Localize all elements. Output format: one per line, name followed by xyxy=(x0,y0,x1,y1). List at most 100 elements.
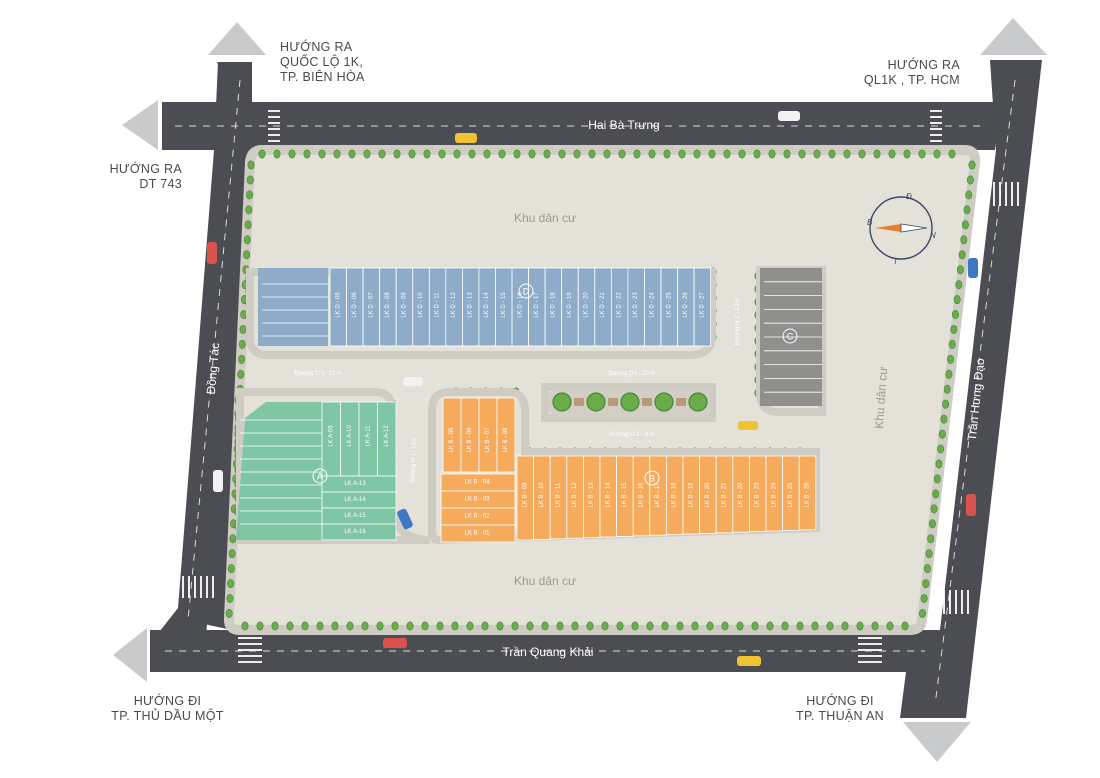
road-label-d1-east: Đường D1 - 10 m xyxy=(609,371,656,377)
block-a-badge: A xyxy=(312,468,328,484)
car-red-left xyxy=(207,242,217,264)
road-label-d2: Đường D 2 - 9 m xyxy=(609,432,654,438)
road-dong-tac xyxy=(150,62,252,672)
area-label-right: Khu dân cư xyxy=(872,366,890,429)
car-white-d1 xyxy=(403,377,423,386)
block-d-badge: D xyxy=(518,283,534,299)
direction-label-bottom-left: HƯỚNG ĐI TP. THỦ DẦU MỘT xyxy=(100,694,235,724)
lot-b-lower-label: LK B - 24 xyxy=(771,482,777,508)
lot-b-lower-label: LK B - 26 xyxy=(805,482,811,508)
bench-icon xyxy=(642,398,652,406)
dir-tl-3: TP. BIÊN HÒA xyxy=(280,70,365,84)
area-labels: Khu dân cư Khu dân cư Khu dân cư xyxy=(514,211,890,588)
direction-arrows xyxy=(113,18,1047,762)
lot-d-label: LK D - 12 xyxy=(451,292,457,318)
tree-icon xyxy=(586,392,606,412)
lot-d-label: LK D - 20 xyxy=(584,292,590,318)
lot-d-label: LK D - 08 xyxy=(385,292,391,318)
lot-d xyxy=(693,267,712,347)
compass-icon: Đ B N T xyxy=(867,192,936,266)
lot-d-label: LK D - 21 xyxy=(600,292,606,318)
dir-tl-2: QUỐC LỘ 1K, xyxy=(280,55,364,69)
tree-icon xyxy=(688,392,708,412)
dir-bl-1: HƯỚNG ĐI xyxy=(133,694,202,708)
road-label-dong-tac: Đồng Tác xyxy=(204,342,222,395)
car-white-top xyxy=(778,111,800,121)
arrow-left-icon xyxy=(122,100,158,150)
crosswalk-top-right xyxy=(930,110,942,142)
direction-label-top-left: HƯỚNG RA QUỐC LỘ 1K, TP. BIÊN HÒA xyxy=(280,40,365,85)
car-yellow-d2 xyxy=(738,421,758,430)
lot-b-lower-label: LK B - 21 xyxy=(722,482,728,508)
dir-br-1: HƯỚNG ĐI xyxy=(806,694,874,708)
lot-b-lower-label: LK B - 23 xyxy=(755,482,761,508)
direction-label-left: HƯỚNG RA DT 743 xyxy=(96,162,182,192)
direction-label-top-right: HƯỚNG RA QL1K , TP. HCM xyxy=(842,58,960,88)
lot-b-horizontal-label: LK B - 03 xyxy=(464,497,490,503)
block-b-badge: B xyxy=(644,470,660,486)
lot-a-vertical-label: LK A-11 xyxy=(365,425,371,447)
lot-b-horizontal-label: LK B - 02 xyxy=(464,514,490,520)
lot-a-horizontal-label: LK A-14 xyxy=(344,497,366,503)
arrow-down-right-icon xyxy=(903,722,971,762)
car-red-right xyxy=(966,494,976,516)
lot-d-label: LK D - 26 xyxy=(683,292,689,318)
lot-b-lower-label: LK B - 25 xyxy=(788,482,794,508)
lot-b-upper-label: LK B - 05 xyxy=(449,427,455,453)
arrow-up-right-icon xyxy=(980,18,1047,55)
crosswalk-bottom-left xyxy=(238,637,262,663)
svg-text:B: B xyxy=(649,474,655,484)
lot-b-horizontal-label: LK B - 04 xyxy=(464,480,490,486)
lot-d-label: LK D - 25 xyxy=(666,292,672,318)
lot-d-label: LK D - 13 xyxy=(468,292,474,318)
central-park xyxy=(548,389,710,416)
road-labels: Hai Bà Trưng Trần Quang Khải Đồng Tác Tr… xyxy=(204,118,988,659)
road-label-n2: Đường N 2 - 12m xyxy=(735,299,741,346)
lot-d-label: LK D - 24 xyxy=(650,292,656,318)
svg-text:C: C xyxy=(787,332,794,342)
lot-d-label: LK D - 11 xyxy=(435,292,441,318)
compass-west: B xyxy=(867,218,873,227)
area-label-bottom: Khu dân cư xyxy=(514,574,576,588)
lot-a-horizontal-label: LK A-16 xyxy=(344,529,366,535)
direction-label-bottom-right: HƯỚNG ĐI TP. THUẬN AN xyxy=(785,694,895,724)
lot-b-upper-label: LK B - 06 xyxy=(467,427,473,453)
crosswalk-bottom-right xyxy=(858,637,882,663)
lot-d-label: LK D - 17 xyxy=(534,292,540,318)
lot-d-label: LK D - 14 xyxy=(484,292,490,318)
lot-d-label: LK D - 05 xyxy=(335,292,341,318)
lot-d-label: LK D - 10 xyxy=(418,292,424,318)
dir-tr-2: QL1K , TP. HCM xyxy=(863,73,960,87)
dir-bl-2: TP. THỦ DẦU MỘT xyxy=(111,709,224,723)
block-c-badge: C xyxy=(782,328,798,344)
arrow-left-bottom-icon xyxy=(113,628,147,682)
compass-south: T xyxy=(893,257,899,266)
lot-d-label: LK D - 18 xyxy=(550,292,556,318)
lot-d-label: LK D - 23 xyxy=(633,292,639,318)
lot-a-horizontal-label: LK A-15 xyxy=(344,513,366,519)
car-yellow-bottom xyxy=(737,656,761,666)
lot-d-label: LK D - 06 xyxy=(352,292,358,318)
block-c: C xyxy=(760,268,822,406)
lot-b-lower-label: LK B - 22 xyxy=(738,482,744,508)
vehicles xyxy=(207,111,978,666)
lot-d-label: LK D - 19 xyxy=(567,292,573,318)
svg-text:D: D xyxy=(523,287,530,297)
car-blue-right xyxy=(968,258,978,278)
lot-d-label: LK D - 16 xyxy=(517,292,523,318)
lot-b-lower-label: LK B - 19 xyxy=(688,482,694,508)
bench-icon xyxy=(574,398,584,406)
block-a-unnamed-lots xyxy=(236,402,322,540)
lot-b-upper-label: LK B - 07 xyxy=(485,427,491,453)
block-b: LK B - 05 LK B - 06 LK B - 07 LK B - 08 LK B… xyxy=(440,397,817,543)
compass-north: N xyxy=(930,231,936,240)
arrow-up-left-icon xyxy=(208,22,266,55)
lot-d-label: LK D - 27 xyxy=(699,292,705,318)
lot-b-upper-label: LK B - 08 xyxy=(503,427,509,453)
dir-tr-1: HƯỚNG RA xyxy=(887,58,960,72)
lot-d-label: LK D - 09 xyxy=(401,292,407,318)
lot-a-vertical-label: LK A-12 xyxy=(384,425,390,447)
lot-b-upper xyxy=(496,397,516,473)
